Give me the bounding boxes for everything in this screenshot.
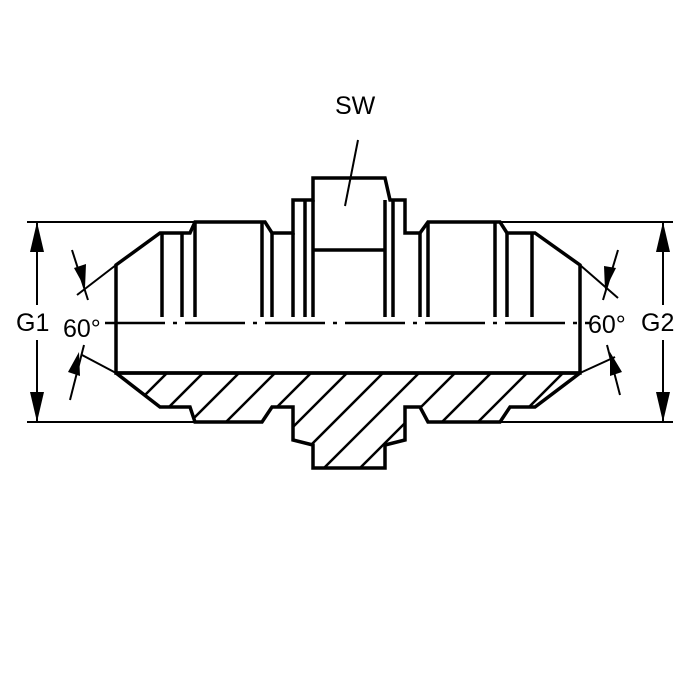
- g1-label: G1: [16, 309, 49, 337]
- hatch-line: [527, 373, 580, 468]
- fitting-outline: [114, 176, 582, 375]
- hatch-line: [131, 373, 253, 468]
- angle-right-label: 60°: [588, 311, 626, 339]
- hatch-line: [672, 360, 700, 480]
- hatch-line: [167, 373, 289, 468]
- g2-label: G2: [641, 309, 674, 337]
- sw-leader: [344, 139, 359, 207]
- hatch-line: [563, 373, 580, 468]
- hatch-line: [383, 373, 505, 468]
- section-outline: [114, 371, 582, 470]
- arrowheads: [30, 222, 670, 422]
- hatch-line: [491, 373, 580, 468]
- hatch-line: [311, 373, 433, 468]
- hatch-line: [347, 373, 469, 468]
- hatch-line: [636, 360, 700, 480]
- hatch-line: [239, 373, 361, 468]
- hatch-line: [455, 373, 577, 468]
- thread-edges: [160, 200, 534, 317]
- hatch-line: [419, 373, 541, 468]
- hatch-line: [116, 373, 217, 468]
- sw-label: SW: [335, 92, 376, 120]
- section-hatching: [116, 360, 700, 480]
- angle-left-label: 60°: [63, 315, 101, 343]
